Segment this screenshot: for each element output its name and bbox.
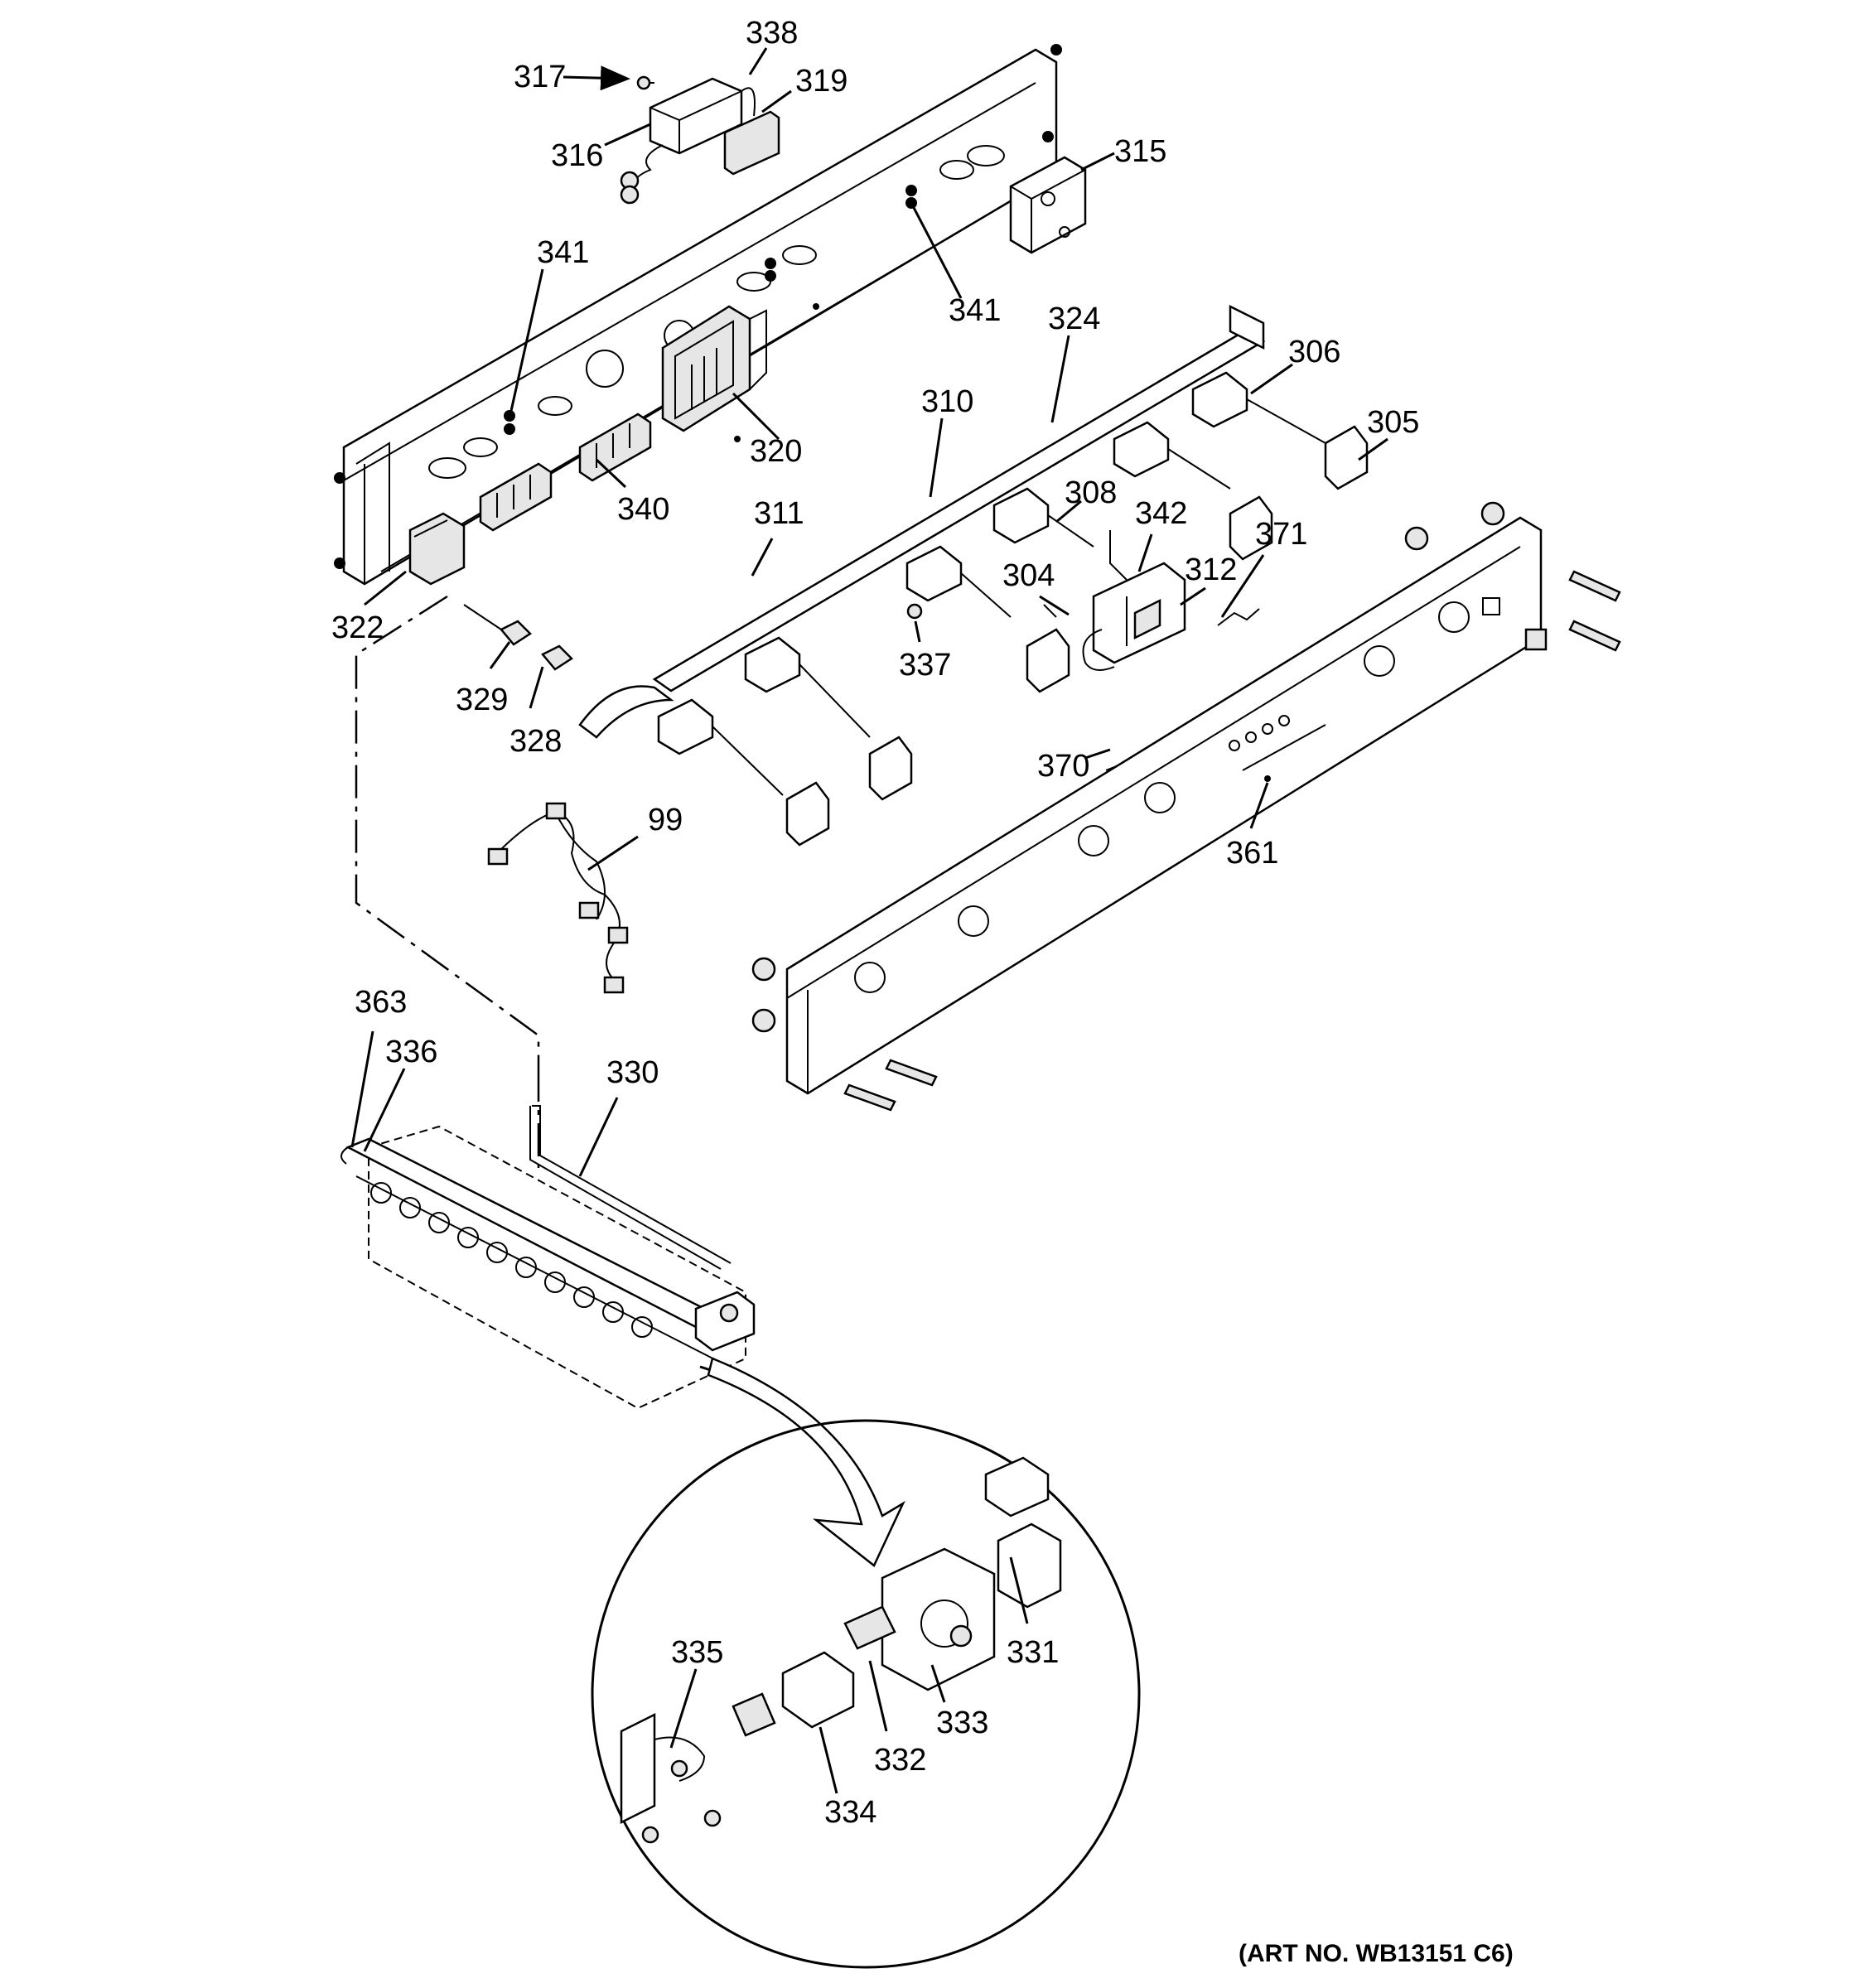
dashed-guide-lines bbox=[355, 595, 540, 1168]
callout-342: 342 bbox=[1135, 496, 1187, 531]
wire-harness-99 bbox=[487, 802, 629, 994]
callout-304: 304 bbox=[1002, 558, 1055, 593]
callout-334: 334 bbox=[824, 1795, 876, 1830]
valve-312 bbox=[1082, 530, 1186, 671]
callout-370: 370 bbox=[1037, 749, 1089, 784]
valve-311 bbox=[905, 545, 1012, 618]
callout-331: 331 bbox=[1007, 1635, 1059, 1670]
callout-363: 363 bbox=[355, 985, 407, 1020]
gas-manifold-324 bbox=[578, 304, 1266, 739]
tube-330 bbox=[529, 1105, 732, 1270]
callout-312: 312 bbox=[1185, 552, 1237, 587]
detail-arrow bbox=[699, 1357, 905, 1567]
callout-322: 322 bbox=[331, 610, 384, 645]
callout-341-right: 341 bbox=[949, 293, 1001, 328]
callout-340: 340 bbox=[617, 492, 669, 527]
valve-306 bbox=[1191, 371, 1369, 490]
callout-306: 306 bbox=[1288, 335, 1340, 369]
valve-308 bbox=[1113, 421, 1273, 561]
callout-317: 317 bbox=[514, 60, 566, 94]
callout-328: 328 bbox=[509, 724, 562, 759]
oven-burner-assembly bbox=[340, 1125, 756, 1410]
valve-front-left bbox=[657, 698, 830, 847]
callout-341-left: 341 bbox=[537, 235, 589, 270]
callout-99: 99 bbox=[648, 803, 683, 837]
callout-315: 315 bbox=[1114, 134, 1166, 169]
callout-333: 333 bbox=[936, 1706, 988, 1740]
callout-319: 319 bbox=[795, 64, 847, 99]
burner-valves bbox=[657, 371, 1369, 847]
callout-336: 336 bbox=[385, 1035, 437, 1069]
callout-305: 305 bbox=[1367, 405, 1419, 440]
callout-311: 311 bbox=[754, 496, 804, 531]
bracket-315 bbox=[1009, 156, 1087, 254]
callout-332: 332 bbox=[874, 1743, 926, 1778]
callout-337: 337 bbox=[899, 648, 951, 683]
callout-335: 335 bbox=[671, 1635, 723, 1670]
panel-fasteners bbox=[751, 501, 1621, 1112]
leader-lines bbox=[350, 47, 1388, 1794]
transformer-322 bbox=[408, 512, 466, 586]
spark-module-316 bbox=[620, 75, 780, 205]
detail-circle bbox=[591, 1419, 1141, 1969]
callout-329: 329 bbox=[456, 683, 508, 717]
callout-361: 361 bbox=[1226, 836, 1278, 871]
callout-308: 308 bbox=[1065, 475, 1117, 510]
callout-310: 310 bbox=[921, 384, 973, 419]
terminal-blocks-340 bbox=[479, 413, 652, 532]
callout-324: 324 bbox=[1048, 302, 1100, 336]
callout-labels: 317 338 319 316 315 341 341 324 306 305 … bbox=[331, 16, 1514, 1967]
callout-316: 316 bbox=[551, 138, 603, 173]
callout-338: 338 bbox=[746, 16, 798, 51]
callout-330: 330 bbox=[606, 1055, 659, 1090]
valve-310 bbox=[992, 487, 1094, 693]
control-board-320 bbox=[661, 305, 767, 432]
valve-rear-left bbox=[744, 636, 913, 801]
art-number: (ART NO. WB13151 C6) bbox=[1239, 1940, 1514, 1967]
unions-329-328 bbox=[463, 604, 573, 671]
callout-320: 320 bbox=[750, 434, 802, 469]
callout-371: 371 bbox=[1255, 517, 1307, 552]
